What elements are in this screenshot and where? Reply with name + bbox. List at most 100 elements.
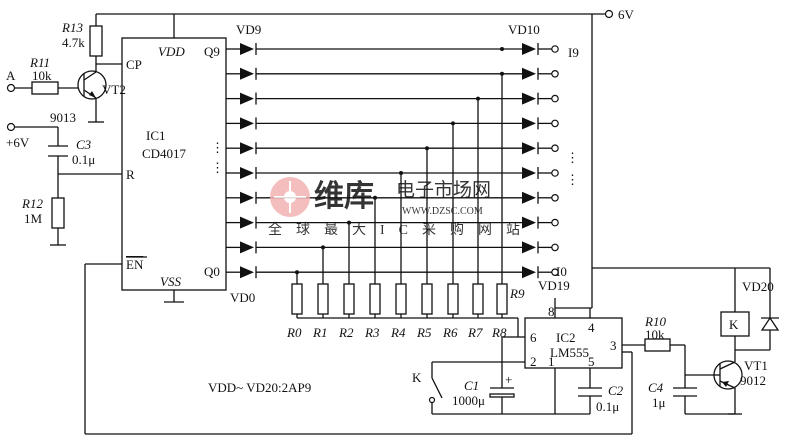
diode-row <box>226 268 559 277</box>
array-resistor-label: R4 <box>390 325 406 340</box>
left-diode <box>240 241 257 254</box>
output-terminal <box>551 119 559 128</box>
r11-value: 10k <box>32 68 52 83</box>
array-resistor <box>472 283 484 315</box>
watermark-slogan: 全球最大IC采购网站 <box>268 221 534 238</box>
r13-value: 4.7k <box>62 35 85 50</box>
output-terminal <box>551 268 559 277</box>
left-diode <box>240 43 257 55</box>
c1-value: 1000μ <box>452 393 485 408</box>
output-i9-label: I9 <box>568 45 579 60</box>
output-terminal <box>551 169 559 177</box>
array-resistor-label: R1 <box>312 325 327 340</box>
c2-name: C2 <box>608 383 624 398</box>
ic1-dots-2: ⋮ <box>211 160 224 175</box>
ic1-vdd-label: VDD <box>158 44 185 59</box>
output-terminal <box>551 94 559 103</box>
ic2-body <box>524 317 623 369</box>
array-resistor-label: R8 <box>491 325 507 340</box>
resistor-tap: R4 <box>390 171 407 340</box>
array-resistor-label: R2 <box>338 325 354 340</box>
supply-label: 6V <box>618 7 635 22</box>
diode-row <box>226 119 559 128</box>
vd9-label: VD9 <box>236 22 261 37</box>
array-resistor-label: R7 <box>467 325 483 340</box>
array-resistor <box>291 283 303 315</box>
c4-name: C4 <box>648 380 664 395</box>
watermark-logo-icon <box>270 177 310 217</box>
watermark-brand: 维库 <box>314 180 374 213</box>
right-diode <box>522 216 539 229</box>
output-i0-label: I0 <box>556 264 567 279</box>
ic1-name: IC1 <box>146 128 166 143</box>
c1-name: C1 <box>464 378 479 393</box>
resistor-tap: R3 <box>364 195 381 340</box>
ic2-pin6: 6 <box>530 330 537 345</box>
vt2-name: VT2 <box>102 82 126 97</box>
ic1-body <box>121 37 227 291</box>
c4-value: 1μ <box>652 395 666 410</box>
left-diode <box>240 266 257 279</box>
vt1-part: 9012 <box>740 373 766 388</box>
array-resistor-label: R6 <box>442 325 458 340</box>
output-terminal <box>551 218 559 227</box>
watermark-url: WWW.DZSC.COM <box>402 206 483 217</box>
ic1-dots: ⋮ <box>211 140 224 155</box>
r12-name: R12 <box>21 196 43 211</box>
output-terminal <box>551 144 559 153</box>
ic1-cp-label: CP <box>126 57 142 72</box>
diode-row <box>226 144 559 153</box>
output-terminal <box>551 243 559 252</box>
right-diode <box>522 43 539 55</box>
diode-row <box>226 169 559 177</box>
watermark-title: 电子市场网 <box>396 179 491 201</box>
ic2-name: IC2 <box>556 330 576 345</box>
c1-polarity: + <box>505 372 512 387</box>
relay-coil: K <box>720 302 750 338</box>
right-diode <box>522 142 539 155</box>
array-resistor <box>317 283 329 315</box>
array-resistor-label: R5 <box>416 325 432 340</box>
left-diode <box>240 67 257 80</box>
diode-type-note: VDD~ VD20:2AP9 <box>208 380 311 395</box>
ic1-en-label: EN <box>126 257 144 272</box>
right-diode <box>522 266 539 279</box>
output-terminal <box>551 70 559 78</box>
resistor-tap: R0 <box>286 270 303 340</box>
r10-name: R10 <box>644 314 666 329</box>
switch-k: K <box>412 370 443 404</box>
ic2-lm555: 8 4 6 IC2 LM555 2 1 5 3 <box>524 298 623 369</box>
resistor-tap: R2 <box>338 220 355 340</box>
right-diode <box>522 117 539 130</box>
input-a-label: A <box>6 68 16 83</box>
r13-resistor: R13 4.7k <box>61 20 103 57</box>
watermark: 维库 电子市场网 WWW.DZSC.COM 全球最大IC采购网站 <box>268 177 534 238</box>
ic1-cd4017: VDD Q9 CP IC1 CD4017 ⋮ ⋮ R EN Q0 VSS <box>121 37 227 303</box>
vd10-label: VD10 <box>508 22 540 37</box>
output-dots-2: ⋮ <box>566 172 579 187</box>
output-dots: ⋮ <box>566 150 579 165</box>
ic1-q9-label: Q9 <box>204 44 220 59</box>
vd20-diode: VD20 <box>742 279 780 338</box>
r9-resistor <box>500 47 504 51</box>
ic2-pin1: 1 <box>548 354 555 369</box>
r10-resistor: R10 10k <box>644 314 671 352</box>
array-resistor-label: R3 <box>364 325 380 340</box>
resistor-tap: R7 <box>467 96 484 340</box>
r13-name: R13 <box>61 20 83 35</box>
ic2-pin5: 5 <box>588 354 595 369</box>
r12-value: 1M <box>24 211 43 226</box>
array-resistor <box>369 283 381 315</box>
ic2-pin2: 2 <box>530 354 537 369</box>
vt2-part: 9013 <box>50 110 76 125</box>
diode-matrix <box>226 43 559 279</box>
ic1-r-label: R <box>126 167 135 182</box>
c3-name: C3 <box>76 137 92 152</box>
right-diode <box>522 167 539 179</box>
right-diode <box>522 67 539 80</box>
vt1-name: VT1 <box>744 358 768 373</box>
r9-label: R9 <box>509 286 525 301</box>
vd0-label: VD0 <box>230 290 255 305</box>
vd19-label: VD19 <box>538 278 570 293</box>
